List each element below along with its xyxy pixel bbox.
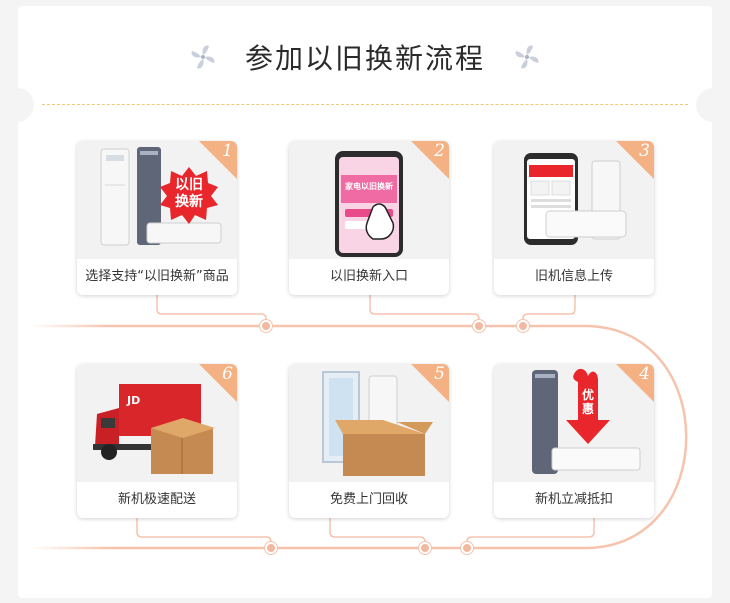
discount-line-2: 惠: [578, 402, 598, 416]
flow-node: [517, 320, 529, 332]
step-label: 旧机信息上传: [494, 259, 654, 295]
step-number: 1: [209, 141, 233, 161]
step-card-1[interactable]: 以旧 换新 1 选择支持“以旧换新”商品: [77, 141, 237, 295]
flow-node: [473, 320, 485, 332]
screen-banner: 家电以旧换新: [341, 181, 397, 192]
step-number: 4: [626, 364, 650, 384]
step-card-4[interactable]: 优 惠 4 新机立减抵扣: [494, 364, 654, 518]
badge-line-2: 换新: [159, 194, 219, 211]
step-label: 新机立减抵扣: [494, 482, 654, 518]
flow-node: [419, 542, 431, 554]
step-card-2[interactable]: 家电以旧换新 2 以旧换新入口: [289, 141, 449, 295]
step-number: 6: [209, 364, 233, 384]
flow-node: [461, 542, 473, 554]
step-number: 3: [626, 141, 650, 161]
badge-line-1: 以旧: [159, 177, 219, 194]
step-label: 新机极速配送: [77, 482, 237, 518]
flow-node: [260, 320, 272, 332]
step-card-5[interactable]: 5 免费上门回收: [289, 364, 449, 518]
step-number: 5: [421, 364, 445, 384]
flow-node: [265, 542, 277, 554]
step-label: 以旧换新入口: [289, 259, 449, 295]
truck-logo: JD: [127, 394, 140, 407]
discount-line-1: 优: [578, 388, 598, 402]
step-card-3[interactable]: 3 旧机信息上传: [494, 141, 654, 295]
step-card-6[interactable]: JD 6 新机极速配送: [77, 364, 237, 518]
step-label: 免费上门回收: [289, 482, 449, 518]
step-label: 选择支持“以旧换新”商品: [77, 259, 237, 295]
step-number: 2: [421, 141, 445, 161]
